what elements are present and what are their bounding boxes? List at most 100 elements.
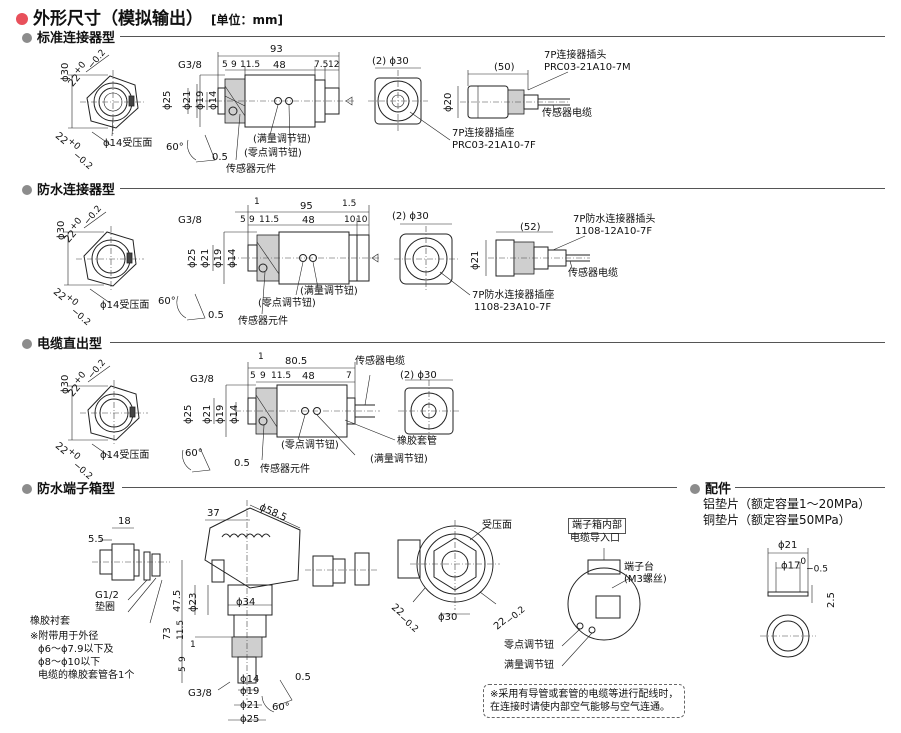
cab-angle-60: 60° (185, 448, 203, 459)
cab-d21: ϕ21 (202, 404, 213, 424)
section-bullet-icon (22, 484, 32, 494)
wp-dim-5: 5 (240, 215, 246, 225)
dim-2: (2) (400, 370, 415, 381)
section-bullet-icon (22, 33, 32, 43)
accessory-washer (760, 548, 816, 658)
std-dim-05: 0.5 (212, 152, 228, 163)
std-socket-model: PRC03-21A10-7F (452, 140, 536, 151)
std-body-48: 48 (273, 60, 286, 71)
section-standard: 标准连接器型 (22, 27, 115, 46)
wp-front-d2: (2) ϕ30 (392, 211, 429, 223)
std-d25: ϕ25 (162, 90, 173, 110)
wp-d21: ϕ21 (200, 248, 211, 268)
wp-plug-d21: ϕ21 (470, 250, 481, 270)
wp-total-length: 95 (300, 201, 313, 212)
wp-dim-05: 0.5 (208, 310, 224, 321)
wp-dim-11: 11.5 (259, 215, 280, 225)
wp-pressure-face: ϕ14受压面 (100, 300, 150, 311)
section-terminal: 防水端子箱型 (22, 478, 115, 497)
wp-plug (485, 231, 590, 277)
wp-dim-1: 1 (254, 197, 260, 207)
section-title: 电缆直出型 (37, 337, 103, 352)
cab-sensor-cable: 传感器电缆 (355, 356, 405, 367)
wp-socket-title: 7P防水连接器插座 (472, 290, 555, 301)
wp-d14: ϕ14 (227, 248, 238, 268)
term-dim-18: 18 (118, 516, 131, 527)
wp-dim-9: 9 (249, 215, 255, 225)
wp-dim-10a: 10 (344, 215, 356, 225)
term-note-3: ϕ8～ϕ10以下 (38, 657, 101, 668)
term-pressure-face: 受压面 (482, 520, 512, 531)
section-bullet-icon (22, 339, 32, 349)
term-dim-115: 11.5 (176, 619, 186, 640)
cab-dim-7: 7 (346, 371, 352, 381)
dim-2: (2) (392, 211, 407, 222)
cab-thread-g38: G3/8 (190, 374, 214, 385)
std-total-length: 93 (270, 44, 283, 55)
std-plug-title: 7P连接器插头 (544, 50, 607, 61)
std-zero-knob: (零点调节钮) (244, 148, 302, 159)
section-cable: 电缆直出型 (22, 333, 102, 352)
term-bottom-note-2: 在连接时请使内部空气能够与空气连通。 (490, 702, 670, 713)
cab-d25: ϕ25 (183, 404, 194, 424)
term-bottom-note-box: ※采用有导管或套管的电缆等进行配线时， 在连接时请使内部空气能够与空气连通。 (483, 684, 685, 718)
wp-dim-10b: 10 (356, 215, 368, 225)
term-thread-g12: G1/2 (95, 590, 119, 601)
term-cable-inlet: 电缆导入口 (570, 533, 620, 544)
divider (120, 36, 885, 37)
std-span-knob: (满量调节钮) (253, 134, 311, 145)
term-note-1: ※附带用于外径 (30, 631, 99, 642)
std-d21: ϕ21 (182, 90, 193, 110)
section-title: 标准连接器型 (37, 31, 116, 46)
cab-pressure-face: ϕ14受压面 (100, 450, 150, 461)
title-text: 外形尺寸（模拟输出） (33, 9, 203, 29)
term-d23: ϕ23 (188, 592, 199, 612)
term-dim-475: 47.5 (172, 589, 183, 612)
wp-dim-15: 1.5 (342, 199, 357, 209)
wp-body-48: 48 (302, 215, 315, 226)
cab-dim-9: 9 (260, 371, 266, 381)
title-bullet-icon (16, 13, 28, 25)
std-angle-60: 60° (166, 142, 184, 153)
dim-d17: ϕ17 (781, 560, 801, 572)
accessory-thickness: 2.5 (826, 592, 837, 608)
wp-span-knob: (满量调节钮) (300, 286, 358, 297)
dim-d30: ϕ30 (389, 56, 409, 67)
term-dim-37: 37 (207, 508, 220, 519)
cab-rubber-sleeve: 橡胶套管 (397, 436, 437, 447)
wp-plug-length: (52) (520, 222, 541, 233)
section-bullet-icon (690, 484, 700, 494)
unit-label: [单位：mm] (211, 13, 283, 27)
std-dim-9: 9 (231, 60, 237, 70)
cab-span-knob: (满量调节钮) (370, 454, 428, 465)
std-dim-12: 12 (328, 60, 340, 70)
term-d34: ϕ34 (236, 597, 256, 608)
cab-sensor-element: 传感器元件 (260, 464, 310, 475)
std-dim-11: 11.5 (240, 60, 261, 70)
term-zero-knob: 零点调节钮 (504, 640, 554, 651)
cab-dim-1: 1 (258, 352, 264, 362)
cab-dim-05: 0.5 (234, 458, 250, 469)
wp-socket-model: 1108-23A10-7F (474, 302, 552, 313)
term-nut-parts (305, 552, 378, 587)
wp-sensor-cable: 传感器电缆 (568, 268, 618, 279)
term-note-2: ϕ6～ϕ7.9以下及 (38, 644, 114, 655)
section-bullet-icon (22, 185, 32, 195)
wp-hex-view (64, 211, 144, 304)
term-d19: ϕ19 (240, 686, 260, 697)
std-pressure-face: ϕ14受压面 (103, 138, 153, 149)
term-d21: ϕ21 (240, 700, 260, 711)
page-title: 外形尺寸（模拟输出） [单位：mm] (16, 4, 283, 29)
std-sensor-element: 传感器元件 (226, 164, 276, 175)
accessory-d17: ϕ170−0.5 (781, 557, 828, 575)
cab-front-d2: (2) ϕ30 (400, 370, 437, 382)
section-accessory: 配件 (690, 478, 731, 497)
cab-d19: ϕ19 (215, 404, 226, 424)
std-plug-model: PRC03-21A10-7M (544, 62, 631, 73)
wp-front-view (394, 223, 471, 296)
wp-side-view (176, 205, 380, 321)
accessory-aluminum: 铝垫片（额定容量1～20MPa） (703, 497, 871, 511)
wp-sensor-element: 传感器元件 (238, 316, 288, 327)
wp-d19: ϕ19 (213, 248, 224, 268)
